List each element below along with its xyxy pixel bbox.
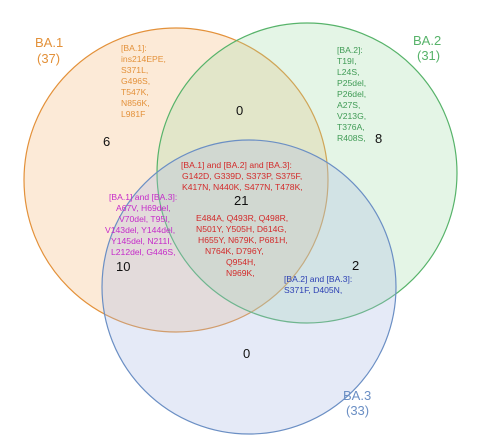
ba2-ba3-mutations: [BA.2] and [BA.3]: S371F, D405N, (284, 274, 352, 295)
count-ba1-only: 6 (103, 134, 110, 149)
ba1-set-name: BA.1 (35, 35, 63, 50)
mutation-line: P25del, (337, 78, 366, 88)
mutation-line: P26del, (337, 89, 366, 99)
mutation-line: T19I, (337, 56, 357, 66)
ba2-set-total: (31) (417, 48, 440, 63)
mutation-line: ins214EPE, (121, 54, 166, 64)
mutation-line: T547K, (121, 87, 149, 97)
mutation-line: T376A, (337, 122, 365, 132)
mutation-line: H655Y, N679K, P681H, (198, 235, 288, 245)
mutation-line: R408S, (337, 133, 366, 143)
count-ba2-ba3: 2 (352, 258, 359, 273)
ba3-set-total: (33) (346, 403, 369, 418)
mutation-line: V213G, (337, 111, 366, 121)
count-all: 21 (234, 193, 248, 208)
mutation-line: N501Y, Y505H, D614G, (196, 224, 286, 234)
mutation-line: Y145del, N211I, (111, 236, 172, 246)
region-heading: [BA.1]: (121, 43, 147, 53)
region-heading: [BA.1] and [BA.2] and [BA.3]: (181, 160, 292, 170)
mutation-line: L212del, G446S, (111, 247, 176, 257)
ba1-only-mutations: [BA.1]: ins214EPE, S371L, G496S, T547K, … (121, 43, 166, 119)
region-heading: [BA.2] and [BA.3]: (284, 274, 352, 284)
mutation-line: L981F (121, 109, 145, 119)
mutation-line: N856K, (121, 98, 150, 108)
count-ba2-only: 8 (375, 131, 382, 146)
count-ba3-only: 0 (243, 346, 250, 361)
mutation-line: V70del, T95I, (119, 214, 170, 224)
mutation-line: K417N, N440K, S477N, T478K, (182, 182, 303, 192)
mutation-line: A27S, (337, 100, 360, 110)
ba2-only-mutations: [BA.2]: T19I, L24S, P25del, P26del, A27S… (337, 45, 366, 143)
region-heading: [BA.1] and [BA.3]: (109, 192, 177, 202)
mutation-line: E484A, Q493R, Q498R, (196, 213, 288, 223)
mutation-line: Q954H, (226, 257, 256, 267)
all-sets-mutations: [BA.1] and [BA.2] and [BA.3]: G142D, G33… (181, 160, 303, 278)
mutation-line: N969K, (226, 268, 255, 278)
count-ba1-ba3: 10 (116, 259, 130, 274)
mutation-line: G496S, (121, 76, 150, 86)
ba1-circle (23, 27, 329, 333)
ba1-ba3-mutations: [BA.1] and [BA.3]: A67V, H69del, V70del,… (105, 192, 177, 257)
ba1-set-total: (37) (37, 51, 60, 66)
mutation-line: N764K, D796Y, (205, 246, 264, 256)
ba2-set-name: BA.2 (413, 33, 441, 48)
mutation-line: L24S, (337, 67, 359, 77)
count-ba1-ba2: 0 (236, 103, 243, 118)
mutation-line: G142D, G339D, S373P, S375F, (182, 171, 302, 181)
mutation-line: S371L, (121, 65, 148, 75)
mutation-line: A67V, H69del, (116, 203, 171, 213)
region-heading: [BA.2]: (337, 45, 363, 55)
ba3-set-name: BA.3 (343, 388, 371, 403)
mutation-line: S371F, D405N, (284, 285, 342, 295)
mutation-line: V143del, Y144del, (105, 225, 175, 235)
ba3-circle (101, 139, 397, 435)
